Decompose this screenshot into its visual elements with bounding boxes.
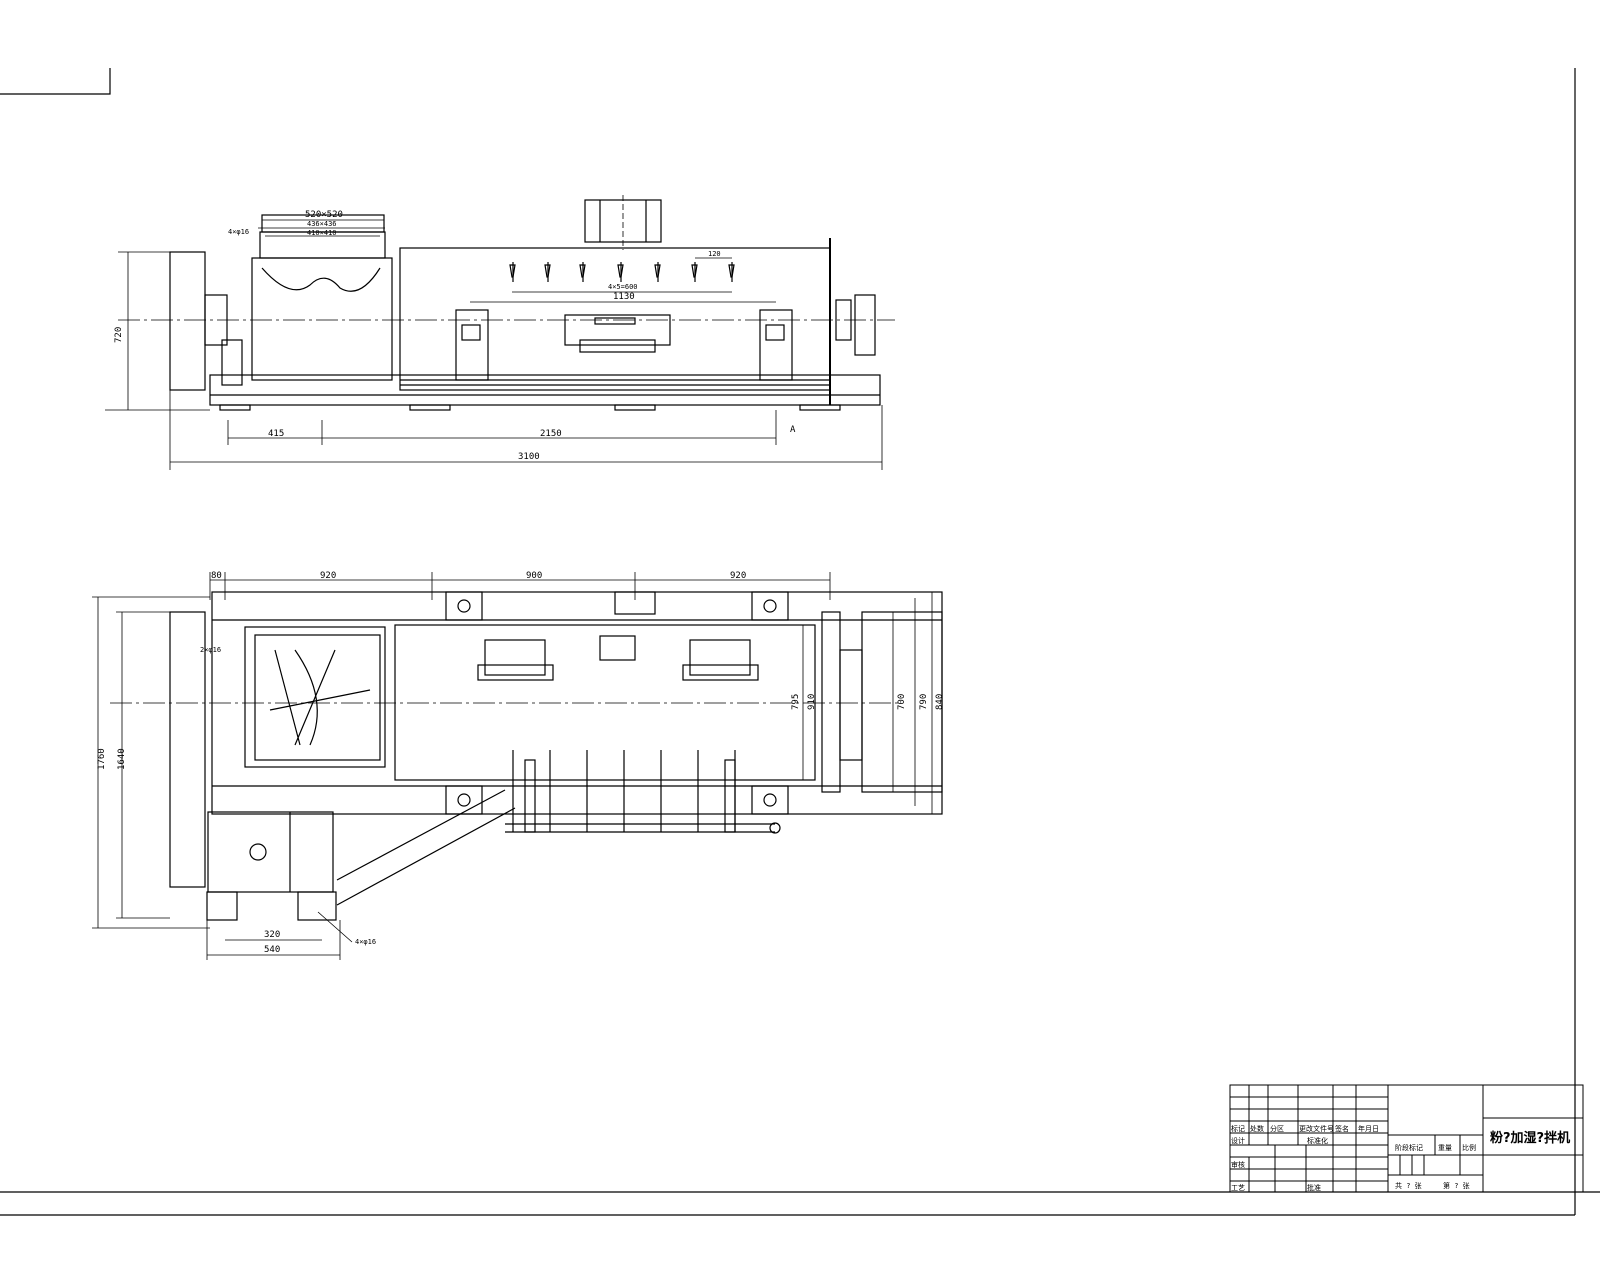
tb-r-process: 工艺 [1231,1184,1245,1192]
dim-pipe-note: 4×5=600 [608,283,638,291]
dim-foot-outer: 540 [264,945,280,955]
dim-total-length: 3100 [518,452,540,462]
tb-weight: 重量 [1438,1144,1452,1152]
tb-h-zone: 分区 [1270,1124,1284,1133]
dim-shaft-width: 795 [791,694,801,710]
dim-height: 720 [114,327,124,343]
spray-nozzles [509,262,735,282]
dim-top-b: 920 [320,571,336,581]
tb-sheets: 共 ? 张 [1395,1181,1422,1190]
tb-r-review: 审核 [1231,1160,1245,1169]
dim-overall-width: 1760 [97,748,107,770]
dim-right-b: 790 [919,694,929,710]
plan-dimensions [92,572,933,960]
tb-h-date: 年月日 [1358,1124,1379,1133]
tb-stage: 阶段标记 [1395,1143,1423,1152]
title-block [1229,1084,1584,1193]
dim-hole-note: 4×φ16 [228,228,249,236]
dim-pipe-spacing: 120 [708,250,721,258]
tb-r-approve: 批准 [1307,1183,1321,1192]
dim-top-a: 80 [211,571,222,581]
mounting-pads [445,591,789,815]
dim-right-c: 840 [935,694,945,710]
tb-h-sign: 签名 [1335,1124,1349,1133]
tb-r-design: 设计 [1231,1136,1245,1145]
tb-r-standard: 标准化 [1307,1136,1328,1145]
plan-view-labels: 80 920 900 920 1760 1640 795 910 700 790… [97,571,945,955]
plan-view [92,572,943,960]
spray-manifold [505,750,781,834]
tb-h-count: 处数 [1250,1124,1264,1133]
dim-inlet-mid: 436×436 [307,220,337,228]
title-block-labels: 标记 处数 分区 更改文件号 签名 年月日 设计 标准化 审核 工艺 批准 阶段… [1231,1124,1570,1192]
tb-scale: 比例 [1462,1143,1476,1152]
dim-top-c: 900 [526,571,542,581]
dim-pitch: 1130 [613,292,635,302]
dim-foot-inner: 320 [264,930,280,940]
dim-body-width: 910 [807,694,817,710]
dim-right-a: 700 [897,694,907,710]
tb-sheet-no: 第 ? 张 [1443,1181,1470,1190]
side-view [105,195,895,470]
dim-foot-hole: 4×φ16 [355,938,376,946]
dim-inner-width: 1640 [117,748,127,770]
section-mark: A [790,425,796,435]
dim-left-offset: 415 [268,429,284,439]
side-view-labels: 520×520 436×436 410×410 4×φ16 120 4×5=60… [114,210,796,462]
side-dimensions [105,219,883,470]
drawing-title: 粉?加湿?拌机 [1490,1130,1570,1146]
tb-h-docno: 更改文件号 [1299,1124,1334,1133]
dim-span: 2150 [540,429,562,439]
dim-flange-hole: 2×φ16 [200,646,221,654]
dim-top-d: 920 [730,571,746,581]
tb-h-mark: 标记 [1231,1124,1245,1133]
sheet-border [0,68,1600,1216]
dim-inlet-outer: 520×520 [305,210,343,220]
dim-inlet-inner: 410×410 [307,229,337,237]
